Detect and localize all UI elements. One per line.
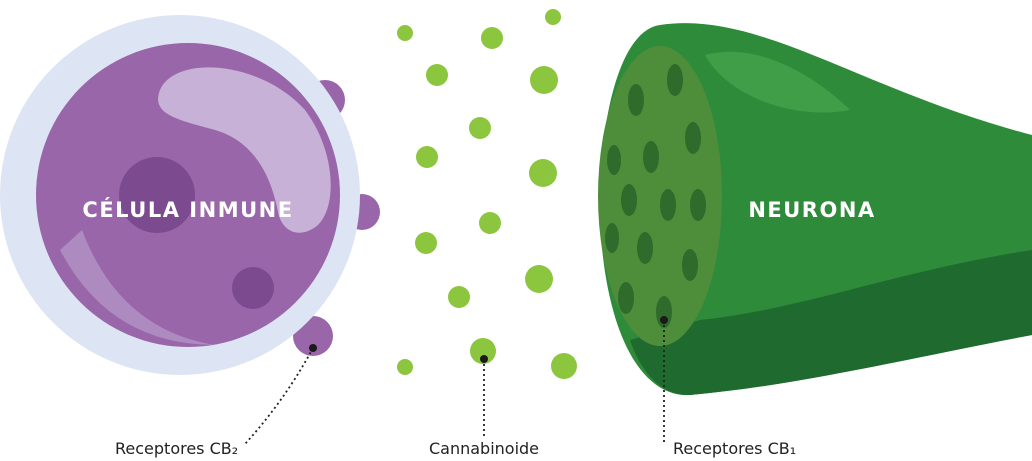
immune-cell: CÉLULA INMUNE: [0, 15, 380, 375]
cannabinoid-molecules: [397, 9, 577, 379]
cb1-receptor: [660, 189, 676, 221]
cb1-receptor: [643, 141, 659, 173]
cb1-receptor: [667, 64, 683, 96]
cannabinoid-dot: [415, 232, 437, 254]
immune-cell-label: CÉLULA INMUNE: [82, 197, 293, 222]
cannabinoid-caption: Cannabinoide: [429, 439, 539, 458]
cannabinoid-dot: [426, 64, 448, 86]
cannabinoid-dot: [479, 212, 501, 234]
cb1-receptor: [685, 122, 701, 154]
cb1-receptor: [605, 223, 619, 253]
cannabinoid-dot: [416, 146, 438, 168]
cb1-receptor: [690, 189, 706, 221]
cannabinoid-dot: [397, 25, 413, 41]
cannabinoid-dot: [397, 359, 413, 375]
cb1-receptor: [621, 184, 637, 216]
cb1-receptor: [682, 249, 698, 281]
cb2-anchor-dot: [309, 344, 317, 352]
cannabinoid-dot: [530, 66, 558, 94]
neuron-label: NEURONA: [748, 198, 875, 222]
cb1-receptor: [618, 282, 634, 314]
cb2-receptors-caption: Receptores CB₂: [115, 439, 238, 458]
cb1-receptors-caption: Receptores CB₁: [673, 439, 796, 458]
cannabinoid-dot: [551, 353, 577, 379]
cannabinoid-dot: [469, 117, 491, 139]
cannabinoid-dot: [545, 9, 561, 25]
cannabinoid-dot: [525, 265, 553, 293]
cb1-receptor: [628, 84, 644, 116]
cannabinoid-dot: [481, 27, 503, 49]
immune-cell-organelle-small: [232, 267, 274, 309]
neuron: NEURONA: [598, 23, 1032, 395]
cannabinoid-dot: [529, 159, 557, 187]
cannabinoid-anchor-dot: [480, 355, 488, 363]
cannabinoid-dot: [448, 286, 470, 308]
cb1-receptor: [607, 145, 621, 175]
cb1-receptor: [637, 232, 653, 264]
cb1-anchor-dot: [660, 316, 668, 324]
cb2-callout-line: [245, 348, 313, 444]
